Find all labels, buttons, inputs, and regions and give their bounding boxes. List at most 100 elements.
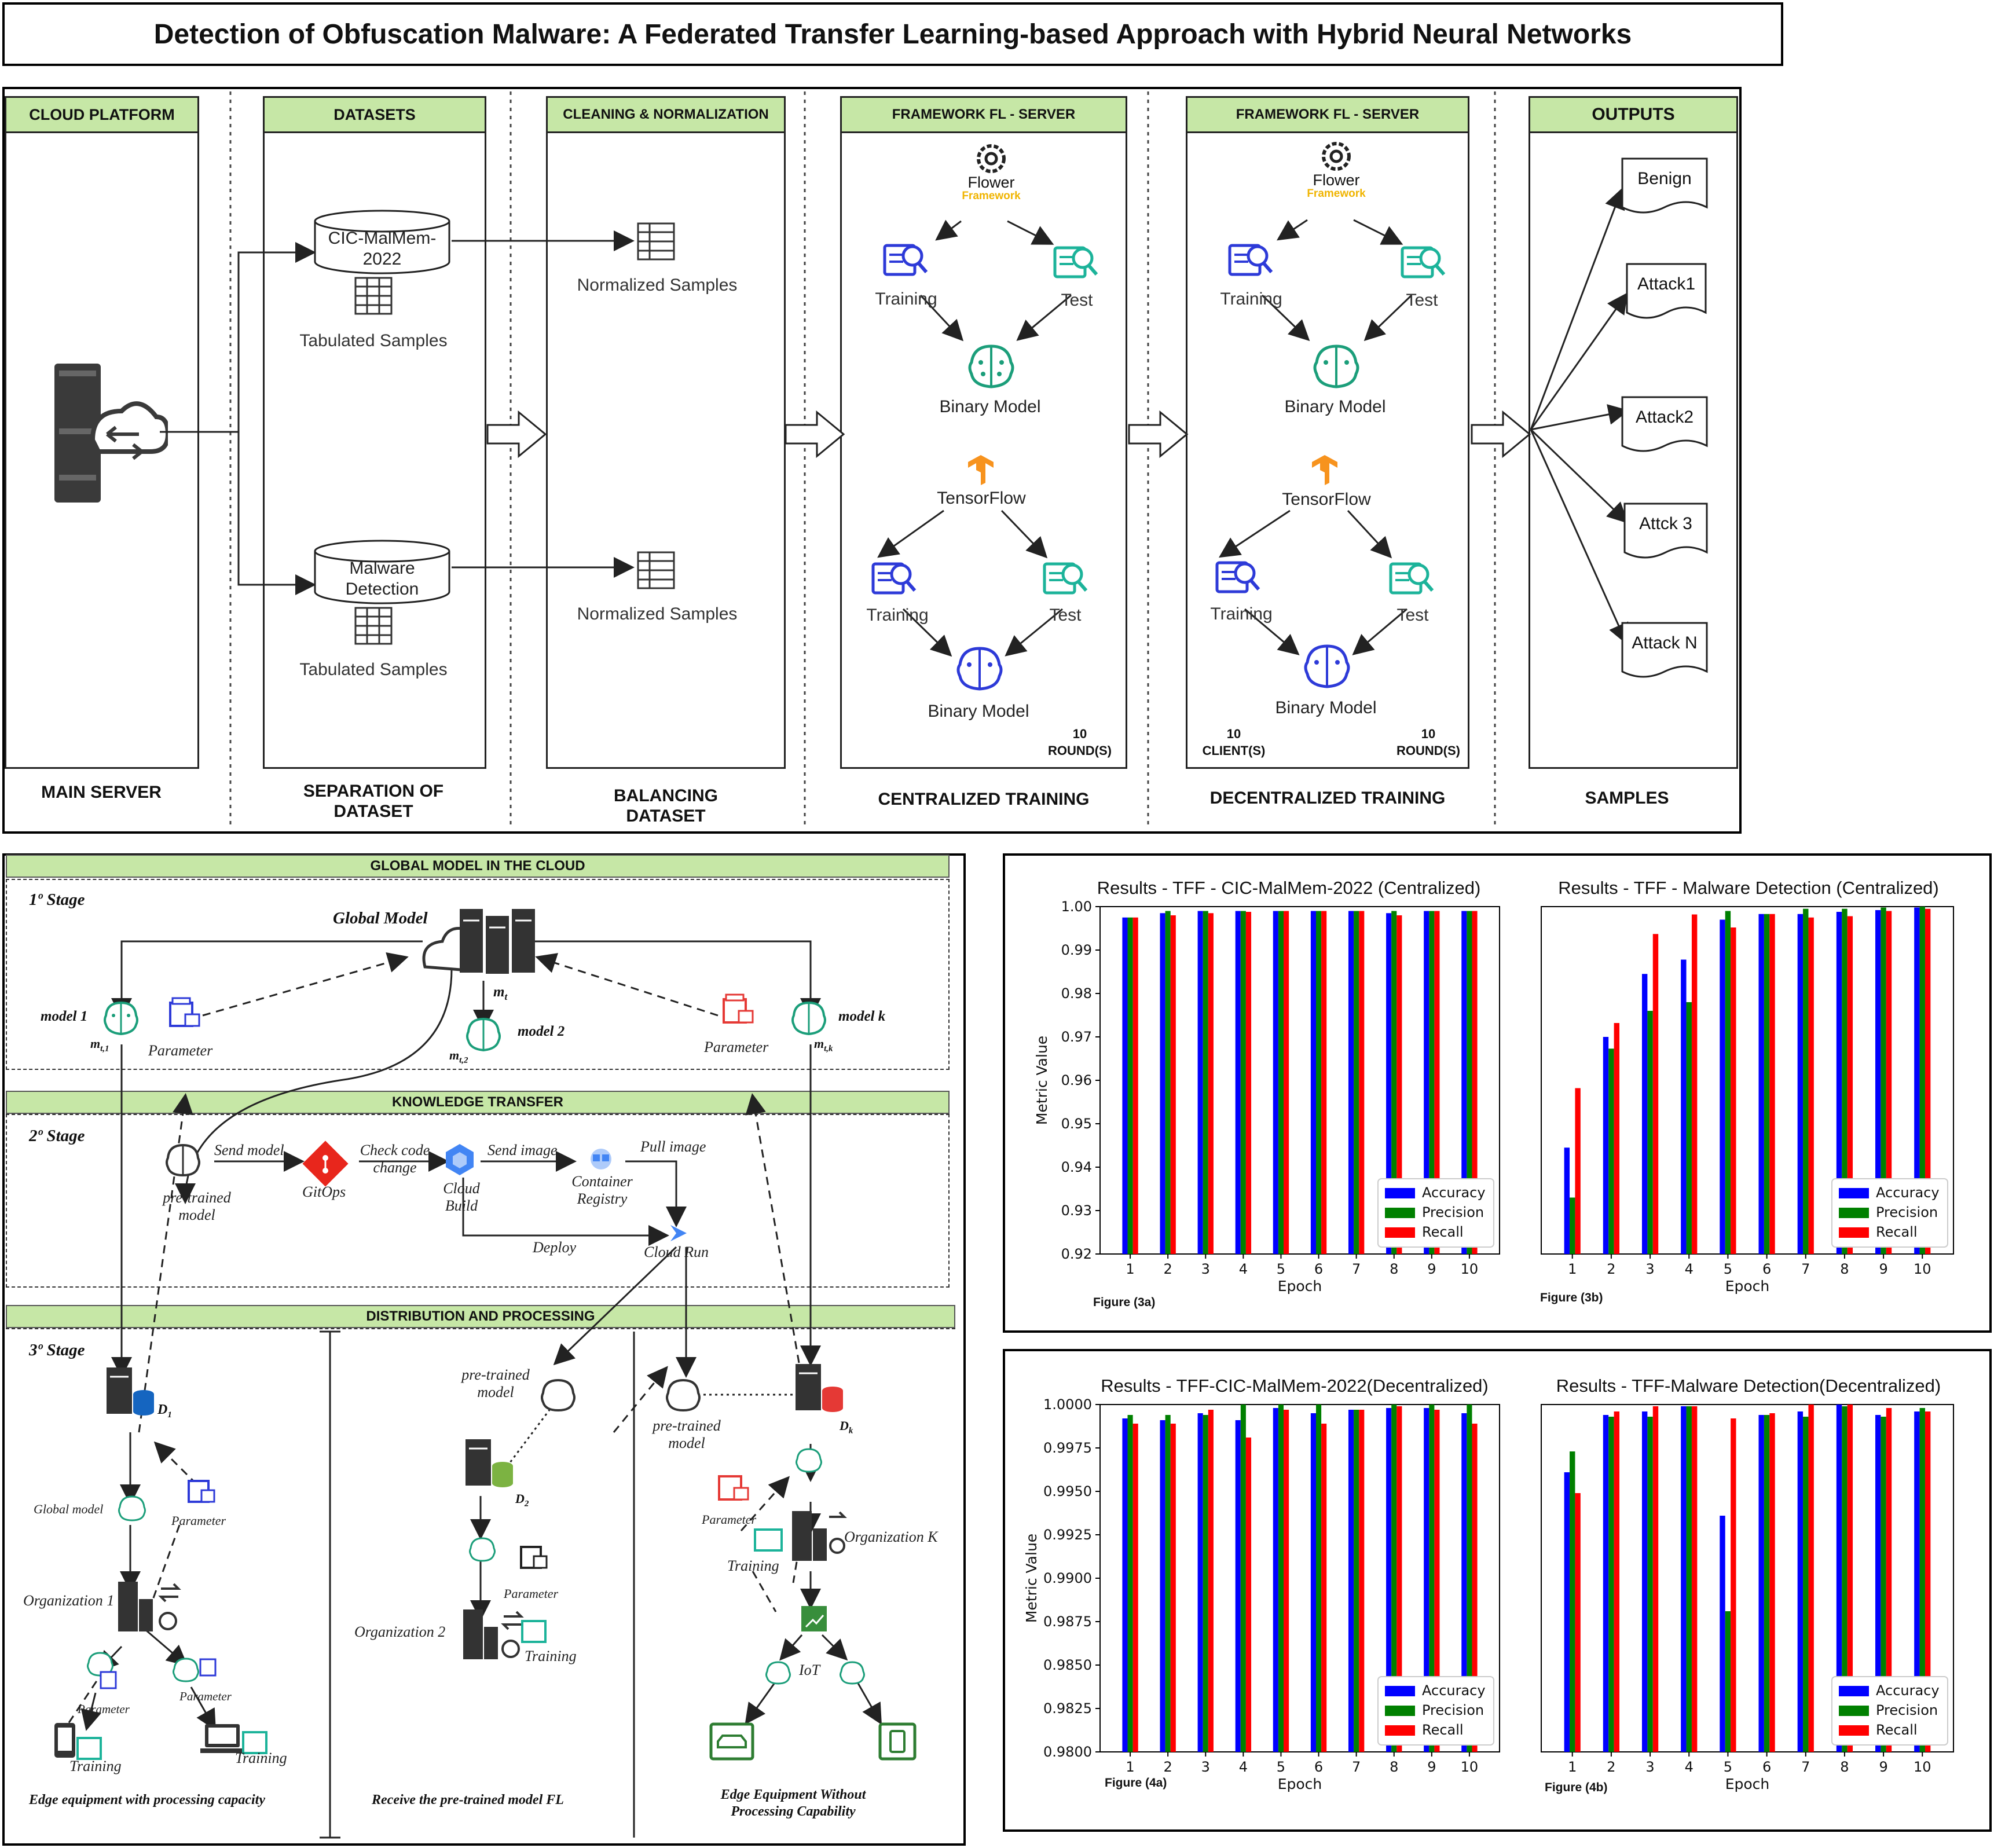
bar-precision <box>1127 917 1133 1254</box>
x-tick-label: 2 <box>1607 1261 1615 1277</box>
section-global-model: GLOBAL MODEL IN THE CLOUD <box>6 855 950 878</box>
organization-icon <box>463 1609 547 1659</box>
bar-accuracy <box>1235 911 1241 1254</box>
bar-recall <box>1925 908 1931 1254</box>
chart-3b-title: Results - TFF - Malware Detection (Centr… <box>1558 878 1939 898</box>
legend-swatch <box>1385 1227 1415 1238</box>
bar-precision <box>1881 1417 1886 1752</box>
bar-precision <box>1842 1406 1848 1752</box>
x-tick-label: 8 <box>1840 1759 1849 1775</box>
brain-icon <box>1304 644 1350 688</box>
bar-recall <box>1132 1424 1138 1752</box>
bar-accuracy <box>1914 1411 1920 1752</box>
document-shape <box>1621 157 1708 214</box>
table-icon <box>637 222 675 261</box>
output-attack1: Attack1 <box>1637 274 1696 294</box>
architecture-connectors <box>57 940 882 1839</box>
y-tick-label: 0.9925 <box>1043 1527 1092 1543</box>
legend-swatch <box>1385 1706 1415 1716</box>
test-label: Test <box>1049 606 1082 625</box>
normalized-samples-label: Normalized Samples <box>577 604 738 624</box>
legend-entry: Recall <box>1876 1722 1918 1738</box>
training-label: Training <box>727 1557 779 1574</box>
legend-entry: Recall <box>1422 1224 1464 1240</box>
y-tick-label: 0.97 <box>1061 1029 1092 1045</box>
bar-recall <box>1925 1411 1931 1752</box>
column-header: FRAMEWORK FL - SERVER <box>1187 98 1468 133</box>
x-tick-label: 3 <box>1645 1261 1654 1277</box>
bar-precision <box>1467 911 1472 1254</box>
section-distribution: DISTRIBUTION AND PROCESSING <box>6 1305 955 1328</box>
output-attackn: Attack N <box>1632 633 1698 652</box>
y-tick-label: 0.9950 <box>1043 1483 1092 1499</box>
bar-precision <box>1919 1408 1925 1752</box>
bar-precision <box>1725 1611 1731 1752</box>
bar-precision <box>1647 1417 1653 1752</box>
brain-icon <box>765 1661 791 1685</box>
x-axis-label: Epoch <box>1278 1278 1322 1295</box>
training-icon <box>883 244 928 276</box>
bar-recall <box>1691 914 1698 1254</box>
bar-accuracy <box>1720 919 1725 1254</box>
tensorflow-label: TensorFlow <box>1282 490 1371 509</box>
column-header: OUTPUTS <box>1530 98 1736 133</box>
m-t-label: mt <box>493 984 508 1002</box>
y-tick-label: 0.9900 <box>1043 1570 1092 1586</box>
x-tick-label: 3 <box>1201 1261 1210 1277</box>
pipeline-connectors <box>160 188 1629 657</box>
organization-icon <box>792 1511 847 1561</box>
training-label: Training <box>875 289 937 309</box>
training-icon <box>754 1528 783 1552</box>
cloud-build-icon <box>446 1144 474 1175</box>
bar-accuracy <box>1197 1413 1203 1752</box>
legend-swatch <box>1385 1188 1415 1198</box>
training-icon <box>1228 244 1273 276</box>
tensorflow-icon <box>1312 455 1337 485</box>
bar-precision <box>1391 911 1397 1254</box>
parameter-lock-icon <box>188 1480 215 1503</box>
database-icon <box>314 210 450 274</box>
rounds-label: ROUND(S) <box>1048 743 1112 758</box>
parameter-lock-icon <box>520 1546 548 1569</box>
y-tick-label: 0.9850 <box>1043 1657 1092 1673</box>
x-tick-label: 4 <box>1239 1261 1248 1277</box>
test-icon <box>1053 246 1098 278</box>
legend-swatch <box>1839 1188 1869 1198</box>
column-header: CLOUD PLATFORM <box>6 98 197 133</box>
bar-precision <box>1165 911 1171 1254</box>
y-tick-label: 0.9800 <box>1043 1744 1092 1760</box>
column-header: FRAMEWORK FL - SERVER <box>842 98 1126 133</box>
bar-accuracy <box>1122 917 1128 1254</box>
output-attack2: Attack2 <box>1635 408 1694 427</box>
binary-model-label: Binary Model <box>1275 698 1377 717</box>
flower-icon <box>977 144 1006 173</box>
bar-precision <box>1240 1405 1246 1752</box>
bar-accuracy <box>1310 1413 1316 1752</box>
x-tick-label: 4 <box>1685 1759 1694 1775</box>
pretrained-label: pre-trained model <box>461 1366 530 1400</box>
bar-recall <box>1472 1424 1478 1752</box>
legend-entry: Recall <box>1876 1224 1918 1240</box>
legend-swatch <box>1385 1208 1415 1218</box>
flower-label: Flower <box>967 174 1015 191</box>
x-tick-label: 4 <box>1685 1261 1694 1277</box>
bar-accuracy <box>1348 911 1354 1254</box>
bar-recall <box>1886 911 1892 1254</box>
y-tick-label: 0.92 <box>1061 1246 1092 1262</box>
cloud-run-icon <box>670 1225 687 1241</box>
x-tick-label: 5 <box>1277 1261 1285 1277</box>
x-tick-label: 6 <box>1762 1759 1771 1775</box>
chart-4a-title: Results - TFF-CIC-MalMem-2022(Decentrali… <box>1101 1376 1489 1396</box>
bar-precision <box>1881 907 1886 1254</box>
legend-entry: Recall <box>1422 1722 1464 1738</box>
stage-box-2 <box>6 1114 950 1288</box>
bar-accuracy <box>1875 910 1881 1254</box>
parameter-label: Parameter <box>179 1689 232 1703</box>
bar-accuracy <box>1273 911 1278 1254</box>
document-shape <box>1621 622 1708 678</box>
legend-entry: Accuracy <box>1422 1185 1486 1201</box>
bar-recall <box>1652 934 1659 1254</box>
bar-precision <box>1354 1410 1359 1752</box>
y-tick-label: 0.99 <box>1061 942 1092 958</box>
